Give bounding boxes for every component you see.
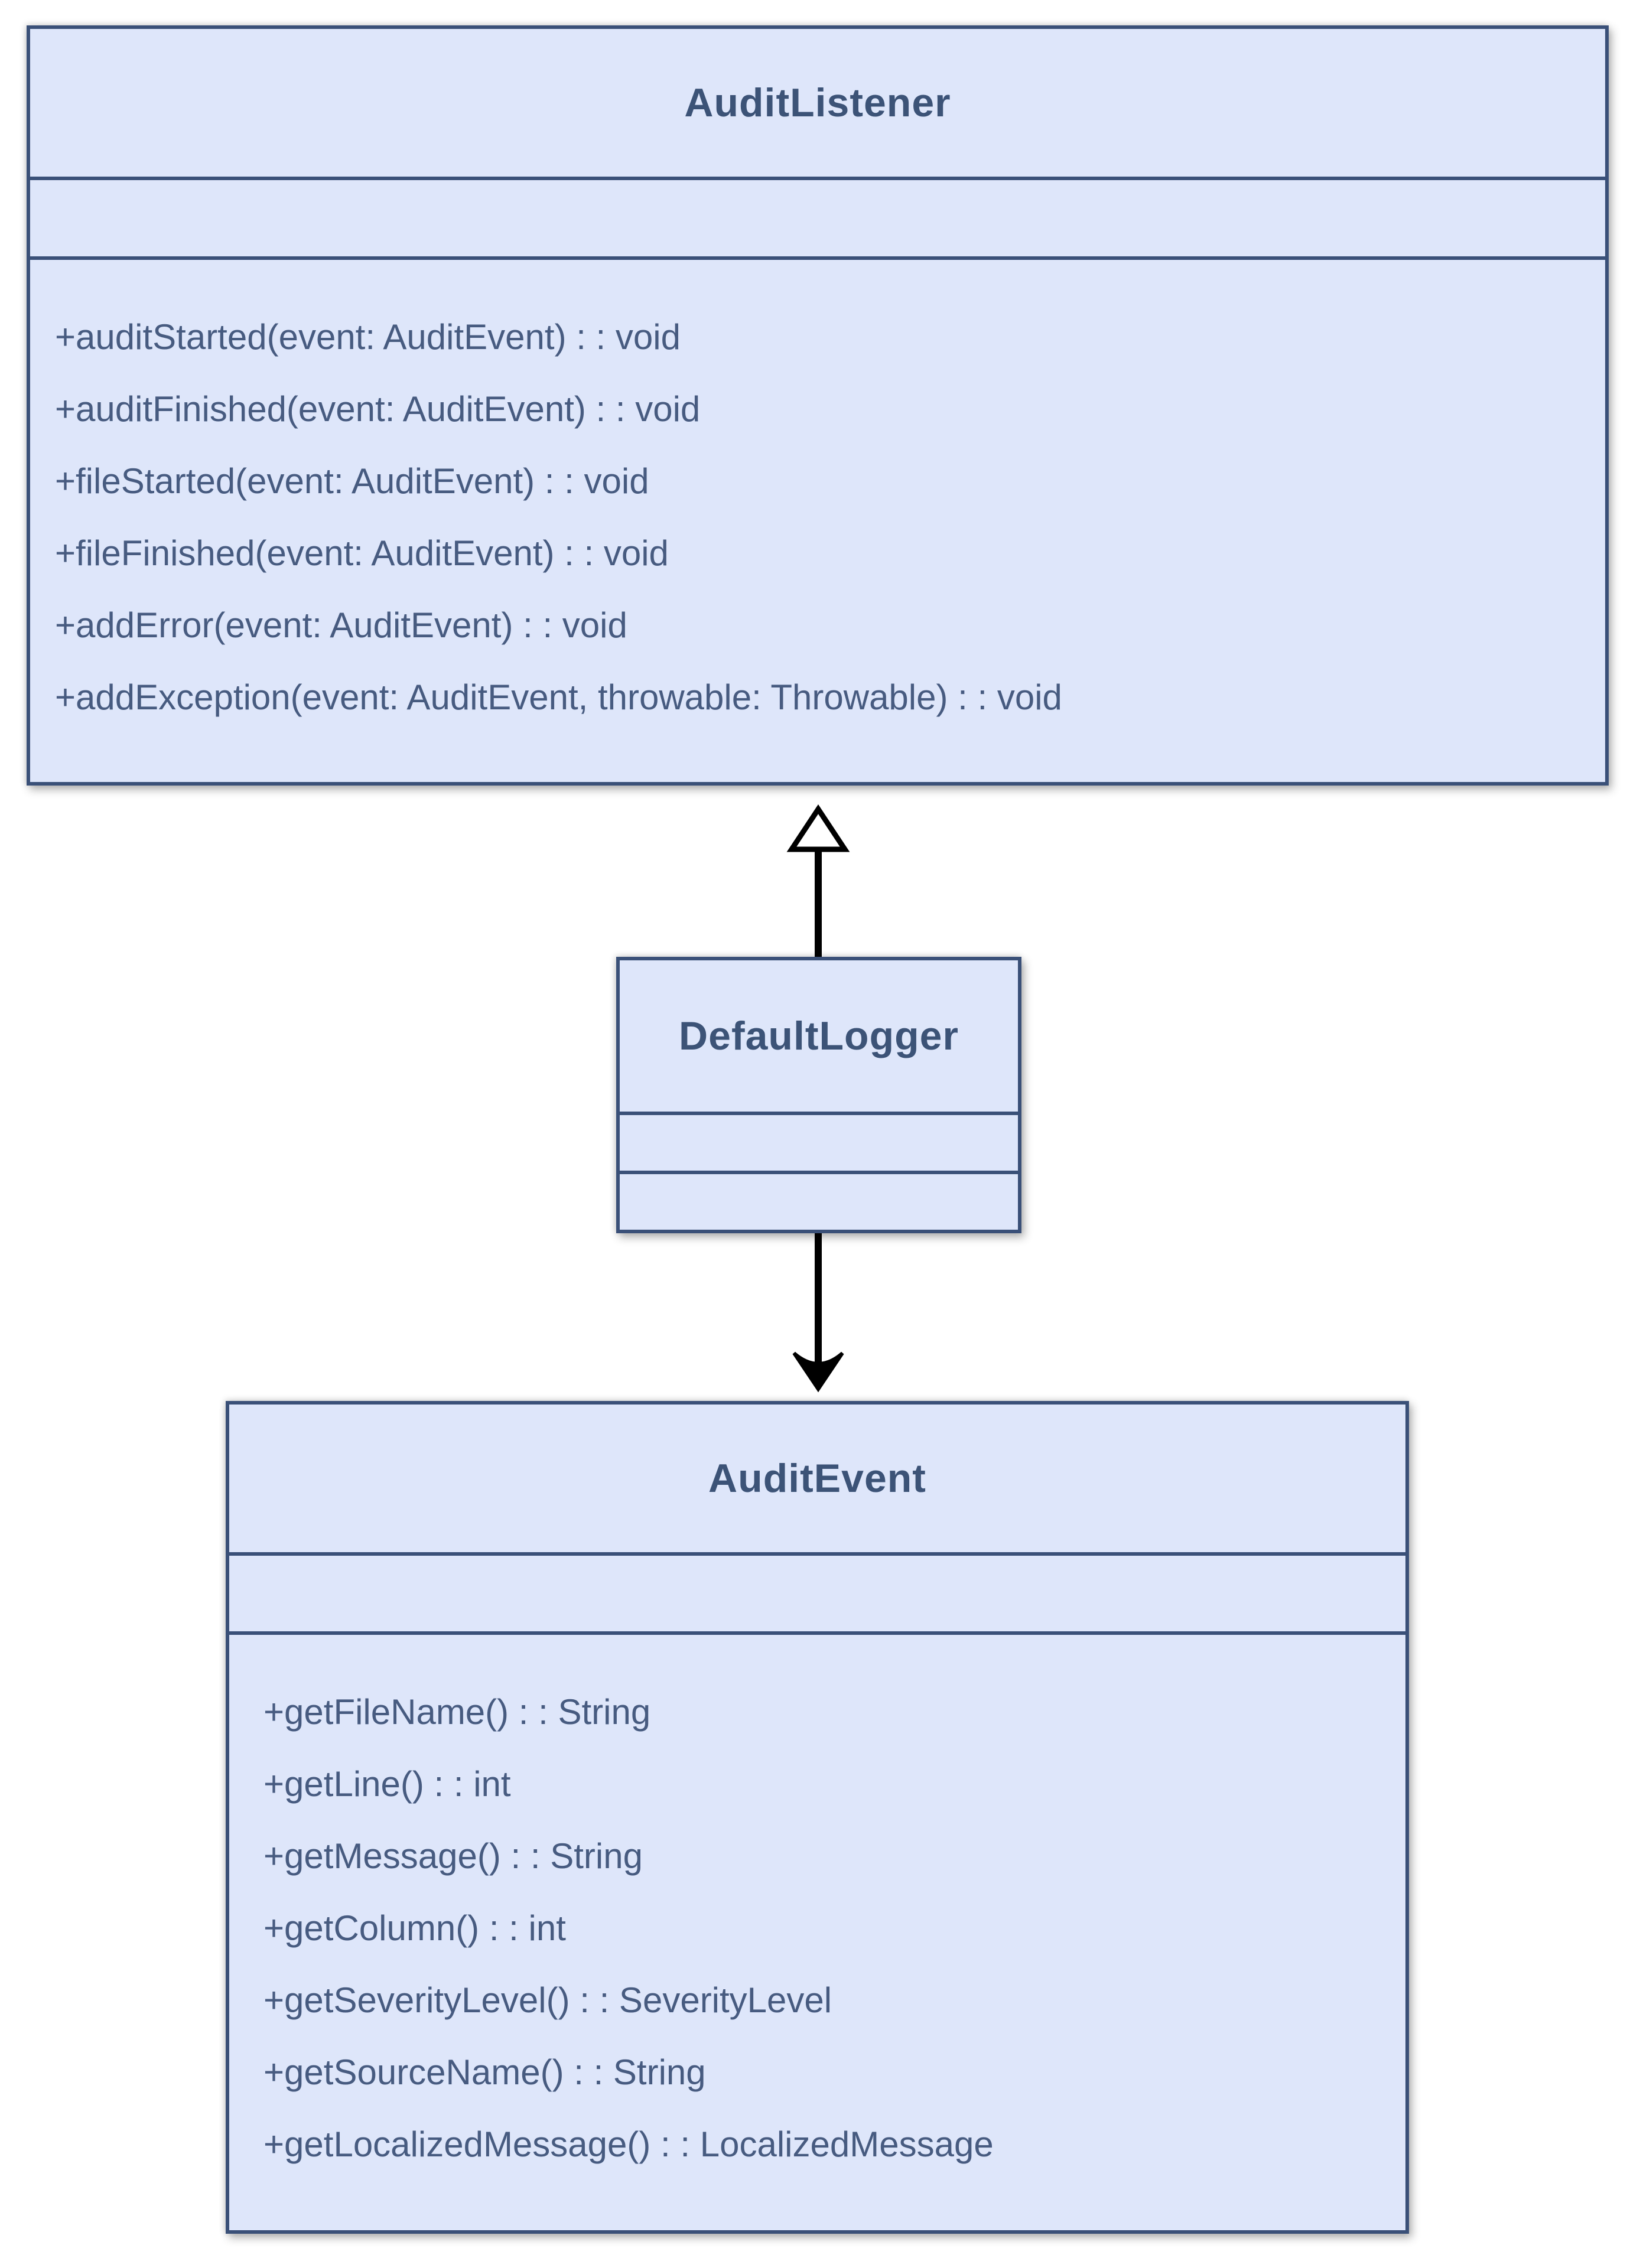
attributes-compartment-defaultlogger <box>620 1112 1018 1171</box>
class-title-auditevent: AuditEvent <box>708 1456 926 1501</box>
class-box-defaultlogger: DefaultLogger <box>616 957 1021 1233</box>
methods-compartment-auditlistener: +auditStarted(event: AuditEvent) : : voi… <box>30 256 1605 782</box>
method-item: +auditStarted(event: AuditEvent) : : voi… <box>55 317 681 357</box>
method-item: +getLocalizedMessage() : : LocalizedMess… <box>263 2124 994 2164</box>
method-item: +getFileName() : : String <box>263 1692 651 1732</box>
class-box-auditevent: AuditEvent +getFileName() : : String+get… <box>226 1401 1409 2234</box>
class-title-auditlistener: AuditListener <box>684 80 951 125</box>
method-item: +getColumn() : : int <box>263 1908 566 1948</box>
association-edge <box>792 1232 844 1393</box>
method-item: +getMessage() : : String <box>263 1836 643 1876</box>
methods-compartment-defaultlogger <box>620 1171 1018 1230</box>
filled-stealth-arrowhead-icon <box>792 1351 844 1393</box>
methods-compartment-auditevent: +getFileName() : : String +getLine() : : … <box>229 1631 1405 2230</box>
attributes-compartment-auditlistener <box>30 177 1605 256</box>
attributes-compartment-auditevent <box>229 1552 1405 1631</box>
method-item: +getSourceName() : : String <box>263 2052 706 2092</box>
realization-edge <box>786 804 850 959</box>
method-item: +addException(event: AuditEvent, throwab… <box>55 677 1062 717</box>
class-box-auditlistener: AuditListener +auditStarted(event: Audit… <box>27 25 1609 786</box>
method-item: +fileFinished(event: AuditEvent) : : voi… <box>55 533 669 573</box>
method-item: +fileStarted(event: AuditEvent) : : void <box>55 461 649 501</box>
method-item: +getLine() : : int <box>263 1764 511 1804</box>
method-item: +getSeverityLevel() : : SeverityLevel <box>263 1980 832 2020</box>
class-title-defaultlogger: DefaultLogger <box>679 1014 959 1058</box>
hollow-triangle-arrowhead-icon <box>786 804 850 852</box>
method-item: +addError(event: AuditEvent) : : void <box>55 605 627 645</box>
method-item: +auditFinished(event: AuditEvent) : : vo… <box>55 389 701 429</box>
